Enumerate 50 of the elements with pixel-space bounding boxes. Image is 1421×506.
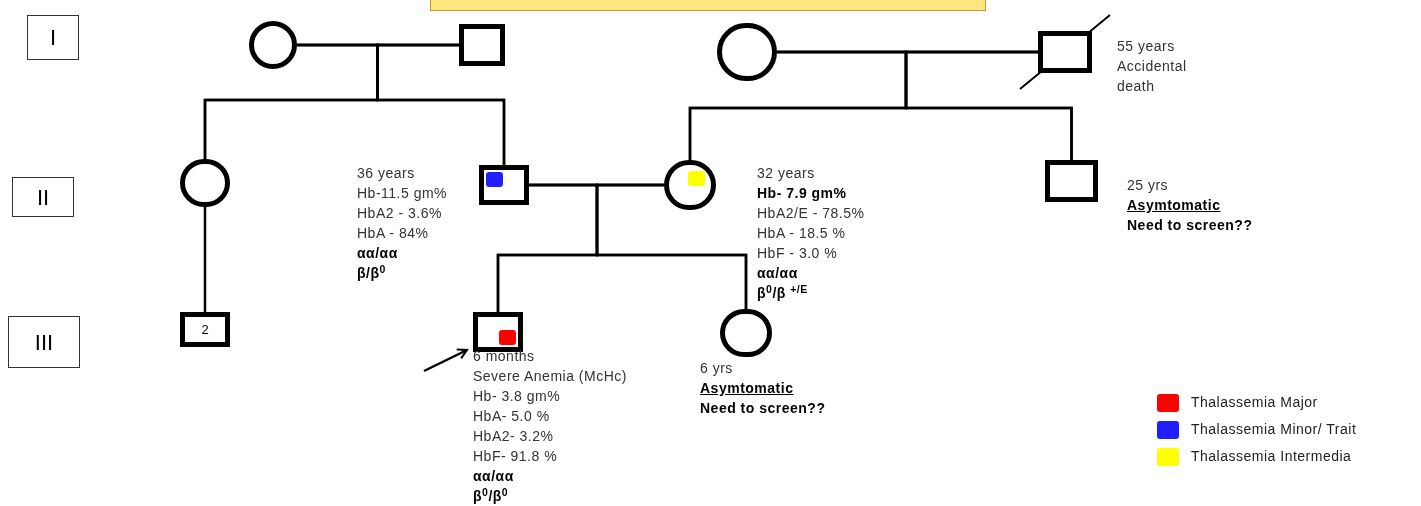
annotation-text: Hb- 3.8 gm% (473, 387, 562, 406)
annotation-text: 32 years (757, 164, 816, 183)
annotation-text: HbF - 3.0 % (757, 244, 839, 263)
annotation-text: Hb-11.5 gm% (357, 184, 449, 203)
annotation-text: 6 yrs (700, 359, 734, 378)
pedigree-line (595, 183, 748, 309)
annotation-text: 55 years Accidental death (1117, 37, 1188, 96)
pedigree-line (376, 43, 506, 165)
annotation-text: β$^{0}$/β $^{+/E}$ (757, 283, 809, 303)
annotation-text: 36 years (357, 164, 416, 183)
annotation-text: β$^{0}$/β$^{0}$ (473, 486, 510, 506)
annotation-text: HbA2 - 3.6% (357, 204, 443, 223)
title-banner (430, 0, 986, 11)
generation-label-box (27, 15, 79, 60)
annotation-text: αα/αα (357, 244, 399, 263)
annotation-text: HbA - 84% (357, 224, 430, 243)
generation-numeral: I (49, 24, 57, 52)
annotation-text: HbA - 18.5 % (757, 224, 847, 243)
proband-arrow (423, 348, 468, 373)
sibling-count-square (180, 312, 230, 347)
annotation-text: β/β$^{0}$ (357, 263, 387, 283)
legend-label: Thalassemia Intermedia (1191, 447, 1352, 466)
legend-label: Thalassemia Minor/ Trait (1191, 420, 1357, 439)
pedigree-line (904, 50, 1073, 160)
annotation-text: αα/αα (757, 264, 799, 283)
annotation-text: Need to screen?? (1127, 216, 1254, 235)
legend-label: Thalassemia Major (1191, 393, 1318, 412)
male-square (473, 312, 523, 352)
annotation-text: HbA- 5.0 % (473, 407, 551, 426)
generation-label-box (12, 177, 74, 217)
annotation-text: αα/αα (473, 467, 515, 486)
annotation-text: HbA2/E - 78.5% (757, 204, 866, 223)
annotation-text: 25 yrs (1127, 176, 1170, 195)
annotation-text: HbA2- 3.2% (473, 427, 555, 446)
annotation-text: Severe Anemia (McHc) (473, 367, 628, 386)
annotation-text: Hb- 7.9 gm% (757, 184, 848, 203)
male-square (1045, 160, 1098, 202)
annotation-text: Asymtomatic (1127, 196, 1222, 215)
generation-numeral: III (34, 328, 54, 357)
male-square (459, 24, 505, 66)
sibling-count: 2 (201, 320, 209, 339)
generation-numeral: II (36, 183, 50, 212)
annotation-text: Asymtomatic (700, 379, 795, 398)
pedigree-line (203, 207, 207, 312)
male-square (1038, 31, 1092, 73)
annotation-text: 6 months (473, 347, 536, 366)
annotation-text: HbF- 91.8 % (473, 447, 559, 466)
annotation-text: Need to screen?? (700, 399, 827, 418)
male-square (479, 165, 529, 205)
generation-label-box (8, 316, 80, 368)
